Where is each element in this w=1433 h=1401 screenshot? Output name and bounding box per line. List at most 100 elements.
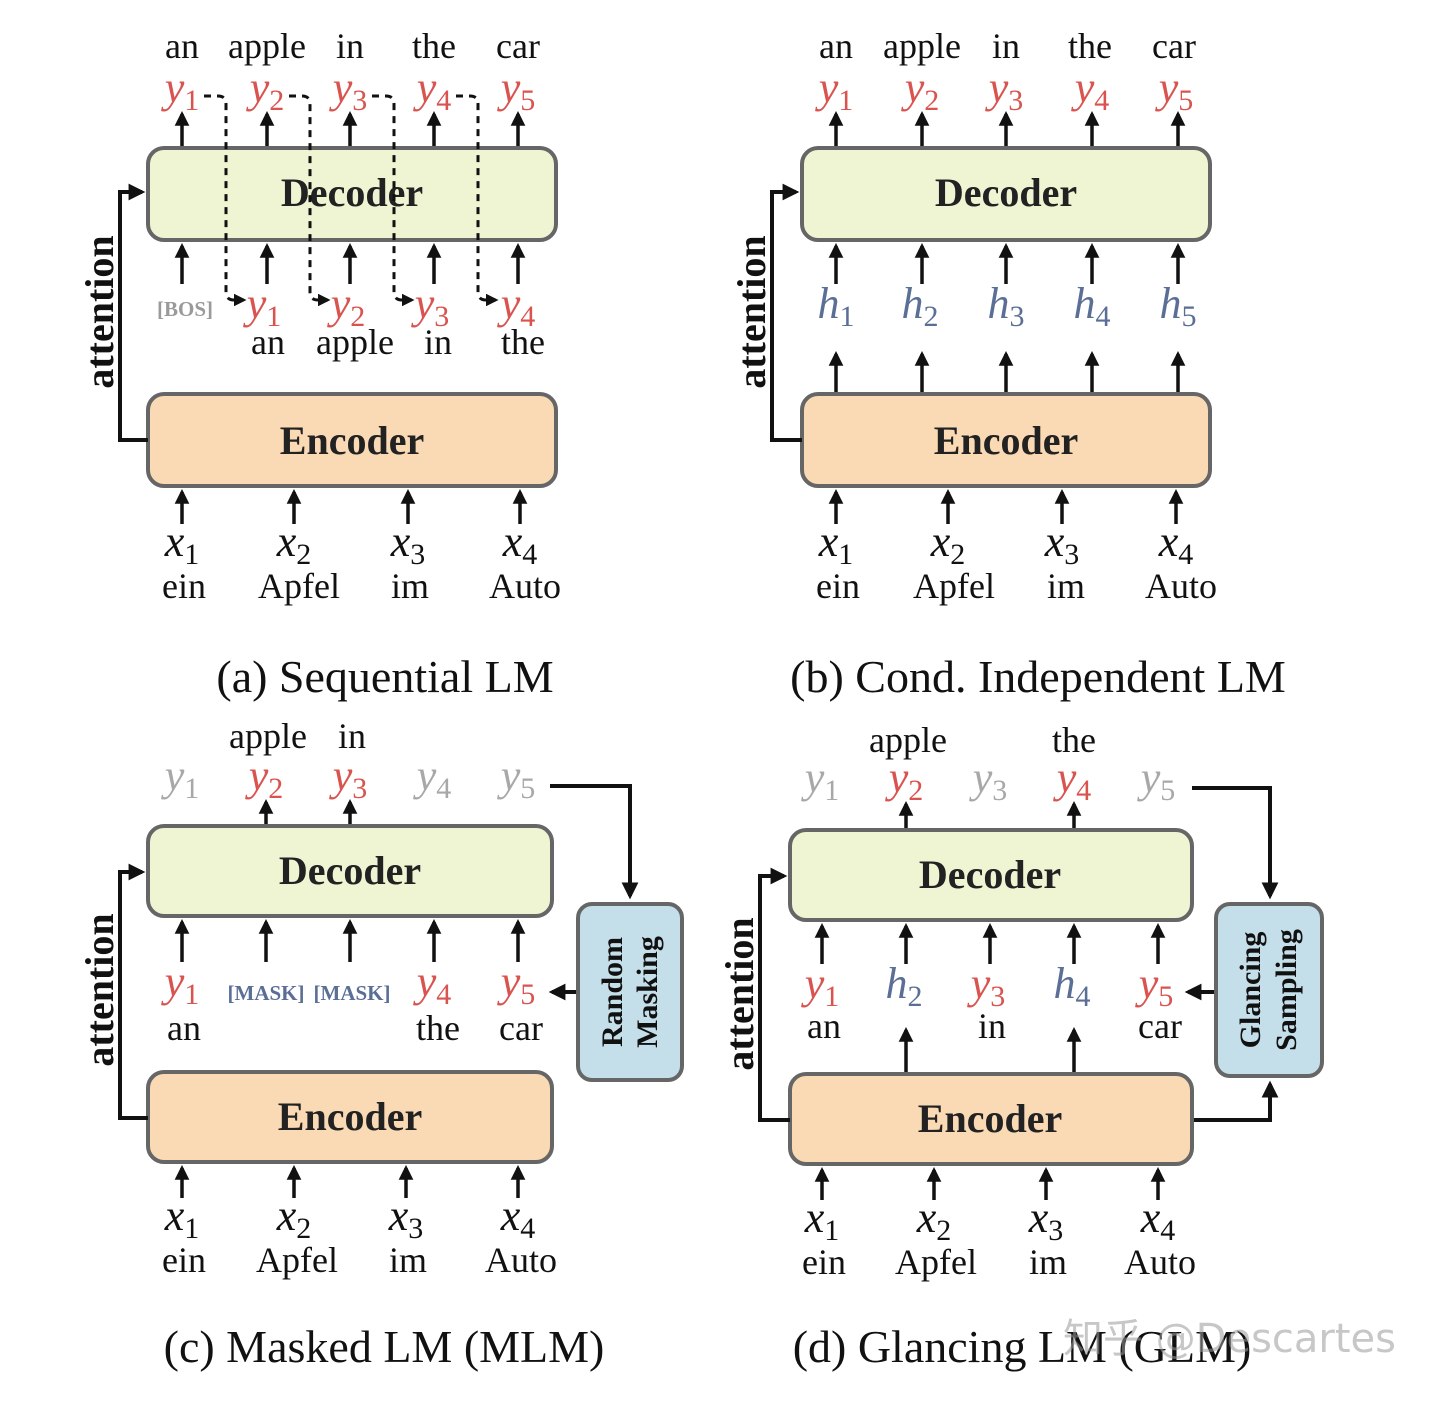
panel-a-y-input: y1 <box>243 279 282 333</box>
panel-a-x-source: x3 <box>390 517 426 571</box>
panel-a-decoder-output-arrows <box>174 111 526 146</box>
panel-d-y-output: y1 <box>801 753 840 807</box>
panel-d-output-word: the <box>1052 720 1096 760</box>
panel-d-input-word: car <box>1138 1006 1182 1046</box>
panel-b-h-hidden: h4 <box>1074 279 1111 333</box>
panel-a-output-word: car <box>496 26 540 66</box>
panel-a-y-output: y5 <box>497 63 536 117</box>
panel-d-y-output: y5 <box>1137 753 1176 807</box>
panel-d-side-label-line1: Glancing <box>1234 932 1267 1049</box>
panel-a-decoder-label: Decoder <box>281 170 423 215</box>
panel-a-source-word: Auto <box>489 566 561 606</box>
panel-a: an apple in the car y1 y2 y3 y4 y5 Decod… <box>77 26 561 702</box>
panel-c-source-word: ein <box>162 1240 206 1280</box>
panel-b-decoder-label: Decoder <box>935 170 1077 215</box>
panel-c-y-input: y1 <box>161 957 200 1011</box>
panel-c-output-to-masking-path <box>550 784 639 900</box>
panel-c-encoder-label: Encoder <box>278 1094 422 1139</box>
panel-b-hidden-to-decoder-arrows <box>828 243 1186 284</box>
panel-d-output-to-sampling-path <box>1192 786 1279 900</box>
panel-d-x-source: x3 <box>1028 1193 1064 1247</box>
panel-a-y-output: y2 <box>246 63 285 117</box>
panel-b-decoder-output-arrows <box>828 111 1186 146</box>
panel-b-encoder-to-hidden-arrows <box>828 351 1186 394</box>
panel-a-output-word: in <box>336 26 364 66</box>
panel-a-source-arrows <box>174 489 528 524</box>
panel-a-input-word: an <box>251 322 285 362</box>
panel-c-input-word: an <box>167 1008 201 1048</box>
panel-a-attention-label: attention <box>77 235 122 388</box>
panel-a-x-source: x1 <box>164 517 200 571</box>
panel-a-caption: (a) Sequential LM <box>216 651 553 702</box>
panel-c-side-label-line2: Masking <box>631 936 664 1048</box>
panel-d-decoder-label: Decoder <box>919 852 1061 897</box>
panel-b-x-source: x3 <box>1044 517 1080 571</box>
panel-c-side-label-line1: Random <box>596 937 629 1047</box>
panel-b-y-output: y4 <box>1071 63 1110 117</box>
panel-c-decoder-label: Decoder <box>279 848 421 893</box>
panel-b-source-word: ein <box>816 566 860 606</box>
panel-a-bos-token: [BOS] <box>157 297 213 321</box>
panel-a-output-word: the <box>412 26 456 66</box>
panel-a-decoder-input-arrows <box>174 243 526 284</box>
panel-d-x-source: x4 <box>1140 1193 1176 1247</box>
panel-d-y-input: y5 <box>1135 959 1174 1013</box>
panel-d-y-input: y1 <box>801 959 840 1013</box>
panel-b-y-output: y1 <box>815 63 854 117</box>
panel-c-y-output: y5 <box>497 751 536 805</box>
panel-c-input-word: car <box>499 1008 543 1048</box>
panel-b-y-output: y5 <box>1155 63 1194 117</box>
panel-c-decoder-input-arrows <box>174 919 526 962</box>
panel-c-random-masking-box <box>576 902 684 1082</box>
panel-d-y-output: y4 <box>1053 753 1092 807</box>
panel-b-encoder-label: Encoder <box>934 418 1078 463</box>
panel-d-encoder-to-hidden-arrows <box>898 1027 1082 1074</box>
panel-c-x-source: x4 <box>500 1191 536 1245</box>
panel-c-mask-token: [MASK] <box>314 981 391 1005</box>
panel-d-encoder-to-sampling-path <box>1192 1080 1279 1122</box>
panel-d-x-source: x1 <box>804 1193 840 1247</box>
panel-b-source-arrows <box>828 489 1184 524</box>
panel-d-y-input: y3 <box>967 959 1006 1013</box>
panel-b-output-word: an <box>819 26 853 66</box>
watermark: 知乎 @Descartes <box>1063 1316 1396 1362</box>
panel-d-input-word: in <box>978 1006 1006 1046</box>
panel-c: apple in y1 y2 y3 y4 y5 Decoder y1 [MASK… <box>77 716 684 1372</box>
panel-b-y-output: y2 <box>901 63 940 117</box>
panel-c-input-word: the <box>416 1008 460 1048</box>
panel-b-y-output: y3 <box>985 63 1024 117</box>
panel-b-output-word: the <box>1068 26 1112 66</box>
panel-b-h-hidden: h2 <box>902 279 939 333</box>
panel-a-source-word: ein <box>162 566 206 606</box>
panel-b-caption: (b) Cond. Independent LM <box>790 651 1286 702</box>
panel-c-output-word: in <box>338 716 366 756</box>
panel-b-output-word: apple <box>883 26 961 66</box>
panel-c-attention-path <box>118 863 148 1120</box>
panel-a-attention-path <box>118 183 148 442</box>
panel-c-y-input: y4 <box>413 957 452 1011</box>
panel-c-source-arrows <box>174 1165 526 1198</box>
panel-c-x-source: x2 <box>276 1191 312 1245</box>
panel-b: an apple in the car y1 y2 y3 y4 y5 Decod… <box>729 26 1286 702</box>
panel-d-input-word: an <box>807 1006 841 1046</box>
panel-b-x-source: x1 <box>818 517 854 571</box>
panel-c-output-word: apple <box>229 716 307 756</box>
panel-d-source-word: Apfel <box>895 1242 977 1282</box>
panel-d-side-label-line2: Sampling <box>1270 929 1303 1051</box>
panel-a-feedback-paths <box>204 94 499 307</box>
panel-d-decoder-input-arrows <box>814 923 1166 964</box>
panel-c-y-output: y3 <box>329 751 368 805</box>
panel-d-decoder-box <box>788 828 1194 922</box>
panel-d-caption: (d) Glancing LM (GLM) <box>793 1321 1252 1372</box>
panel-d-source-word: Auto <box>1124 1242 1196 1282</box>
panel-a-y-output: y1 <box>161 63 200 117</box>
panel-a-y-output: y4 <box>413 63 452 117</box>
panel-c-source-word: Apfel <box>256 1240 338 1280</box>
panel-b-source-word: Apfel <box>913 566 995 606</box>
panel-c-source-word: Auto <box>485 1240 557 1280</box>
panel-b-attention-path <box>770 183 802 442</box>
panel-d-h-input: h2 <box>886 959 923 1013</box>
panel-a-x-source: x2 <box>276 517 312 571</box>
panel-c-y-input: y5 <box>497 957 536 1011</box>
